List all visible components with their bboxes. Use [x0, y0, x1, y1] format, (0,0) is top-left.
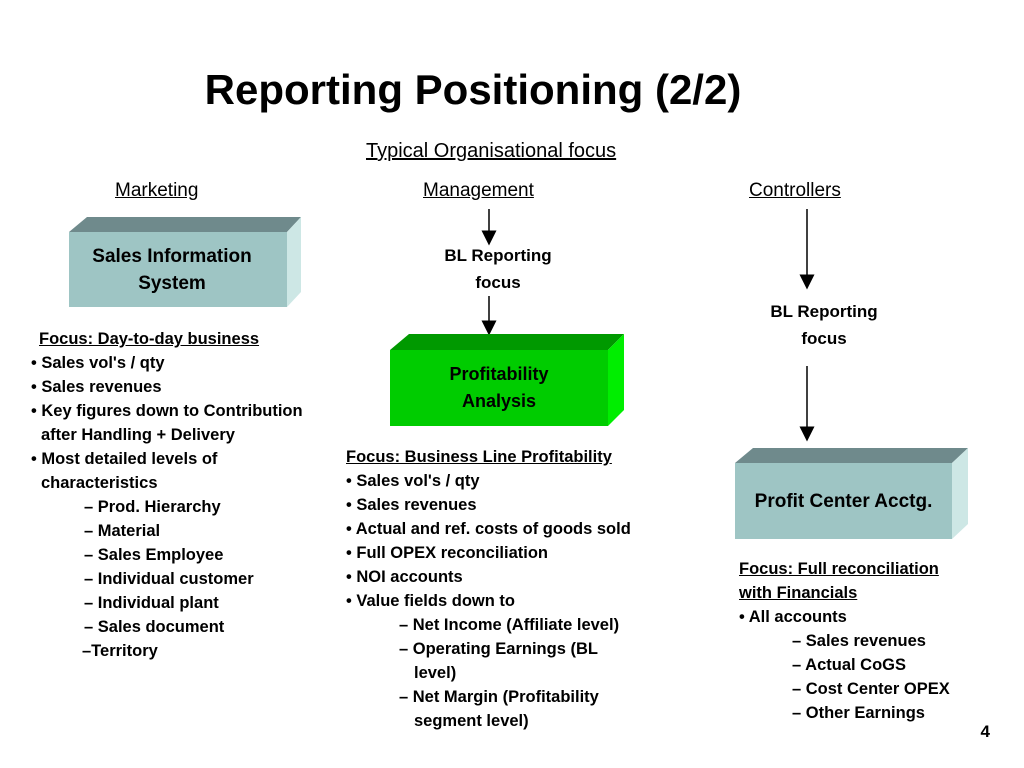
list-item: – Sales revenues	[792, 632, 926, 650]
box-profitability-analysis	[390, 334, 624, 426]
list-item: characteristics	[41, 474, 158, 492]
marketing-focus-list: Focus: Day-to-day business • Sales vol's…	[31, 327, 303, 663]
diagram-subtitle: Typical Organisational focus	[366, 140, 617, 162]
list-item: • Sales vol's / qty	[346, 472, 480, 490]
management-focus-list: Focus: Business Line Profitability • Sal…	[346, 445, 631, 733]
box-profitability-side-face	[608, 334, 624, 426]
controllers-focus-label: BL Reporting focus	[734, 298, 914, 352]
management-focus-label: BL Reporting focus	[408, 242, 588, 296]
list-item: • Full OPEX reconciliation	[346, 544, 548, 562]
list-item: • Sales vol's / qty	[31, 354, 165, 372]
list-item: • Actual and ref. costs of goods sold	[346, 520, 631, 538]
box-profit-center-side-face	[952, 448, 968, 539]
list-item: Focus: Full reconciliation	[739, 560, 939, 578]
box-sales-side-face	[287, 217, 301, 307]
heading-management: Management	[423, 180, 534, 201]
box-sales-label-line-2: System	[138, 272, 206, 294]
box-profit-center-label: Profit Center Acctg.	[754, 490, 933, 512]
box-profit-center-top-face	[735, 448, 968, 463]
management-focus-line-2: focus	[475, 273, 521, 292]
box-sales-label-line-1: Sales Information	[92, 245, 252, 267]
list-item: – Material	[84, 522, 161, 540]
box-sales-top-face	[69, 217, 301, 232]
list-item: – Operating Earnings (BL	[399, 640, 598, 658]
list-item: – Cost Center OPEX	[792, 680, 950, 698]
controllers-focus-line-1: BL Reporting	[770, 302, 878, 321]
list-item: – Prod. Hierarchy	[84, 498, 221, 516]
box-profitability-label: Profitability Analysis	[390, 350, 608, 426]
management-focus-line-1: BL Reporting	[444, 246, 552, 265]
list-item: Focus: Day-to-day business	[39, 330, 260, 348]
controllers-focus-line-2: focus	[801, 329, 847, 348]
box-sales-front-face	[69, 232, 287, 307]
box-sales-information-system	[69, 217, 301, 307]
list-item: – Other Earnings	[792, 704, 925, 722]
list-item: – Sales Employee	[84, 546, 224, 564]
list-item: • Sales revenues	[31, 378, 162, 396]
list-item: – Individual plant	[84, 594, 219, 612]
list-item: • Key figures down to Contribution	[31, 402, 303, 420]
list-item: segment level)	[414, 712, 529, 730]
heading-controllers: Controllers	[749, 180, 841, 201]
box-sales-label: Sales Information System	[69, 232, 287, 307]
list-item: – Actual CoGS	[792, 656, 906, 674]
box-profit-center-acctg	[735, 448, 968, 539]
list-item: Focus: Business Line Profitability	[346, 448, 612, 466]
list-item: –Territory	[82, 642, 158, 660]
box-profit-center-front-face	[735, 463, 952, 539]
page-title: Reporting Positioning (2/2)	[204, 66, 742, 113]
box-profitability-top-face	[390, 334, 624, 350]
list-item: after Handling + Delivery	[41, 426, 235, 444]
heading-marketing: Marketing	[115, 180, 199, 201]
list-item: – Individual customer	[84, 570, 254, 588]
list-item: – Sales document	[84, 618, 225, 636]
list-item: level)	[414, 664, 457, 682]
box-profitability-label-line-2: Analysis	[461, 391, 537, 411]
controllers-focus-list: Focus: Full reconciliation with Financia…	[739, 557, 950, 725]
list-item: – Net Income (Affiliate level)	[399, 616, 620, 634]
box-profitability-front-face	[390, 350, 608, 426]
page-number: 4	[980, 722, 990, 741]
list-item: – Net Margin (Profitability	[399, 688, 599, 706]
list-item: • All accounts	[739, 608, 847, 626]
list-item: • Value fields down to	[346, 592, 515, 610]
list-item: • Sales revenues	[346, 496, 477, 514]
list-item: with Financials	[739, 584, 858, 602]
list-item: • NOI accounts	[346, 568, 463, 586]
box-profitability-label-line-1: Profitability	[449, 364, 549, 384]
list-item: • Most detailed levels of	[31, 450, 218, 468]
